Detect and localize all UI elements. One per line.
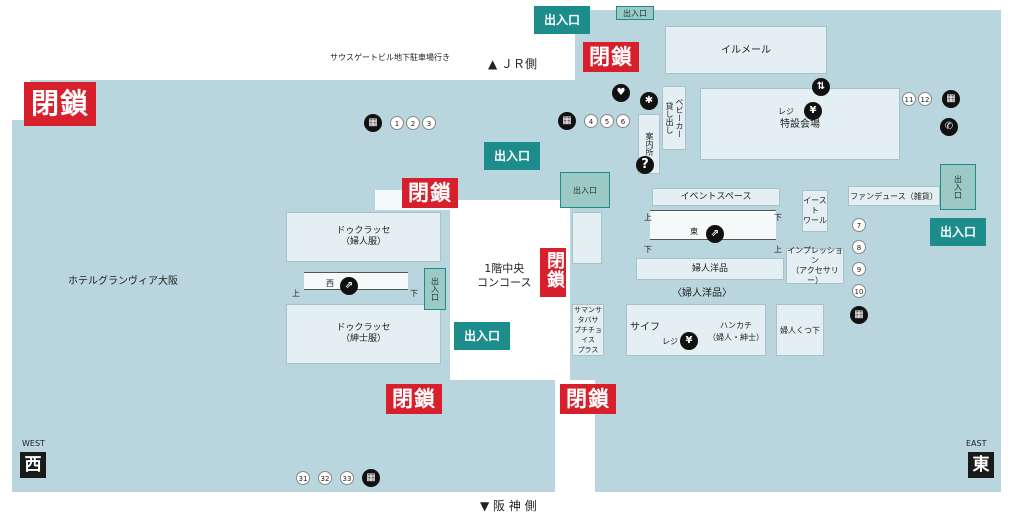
- jr-side-label: ▲ ＪＲ側: [488, 57, 538, 71]
- locker-number: 12: [918, 92, 932, 106]
- escalator-east-down: 下: [774, 213, 782, 222]
- shop-women-goods[interactable]: 婦人洋品: [636, 258, 784, 280]
- exit-door-center[interactable]: 出入口: [560, 172, 610, 208]
- closed-label-north: 閉鎖: [583, 42, 639, 72]
- locker-number: 7: [852, 218, 866, 232]
- yen-icon: ¥: [680, 332, 698, 350]
- locker-number: 32: [318, 471, 332, 485]
- closed-label-concourse: 閉鎖: [540, 248, 566, 297]
- shop-special-venue[interactable]: 特設会場: [700, 88, 900, 160]
- locker-icon: ▦: [942, 90, 960, 108]
- closed-label-west: 閉鎖: [24, 82, 97, 126]
- shop-concourse-block: [572, 212, 602, 264]
- locker-number: 6: [616, 114, 630, 128]
- yen-icon: ¥: [804, 102, 822, 120]
- shop-saifu-label: サイフ: [630, 322, 660, 333]
- locker-number: 5: [600, 114, 614, 128]
- locker-icon: ▦: [558, 112, 576, 130]
- exit-label-center: 出入口: [484, 142, 541, 170]
- locker-number: 4: [584, 114, 598, 128]
- escalator-east-up: 上: [644, 213, 652, 222]
- east-en-label: EAST: [966, 439, 987, 448]
- shop-event-space[interactable]: イベントスペース: [652, 188, 780, 206]
- locker-number: 9: [852, 262, 866, 276]
- shop-dock-men[interactable]: ドゥクラッセ （紳士服）: [286, 304, 441, 364]
- shop-dock-ladies[interactable]: ドゥクラッセ （婦人服）: [286, 212, 441, 262]
- locker-number: 8: [852, 240, 866, 254]
- escalator-icon: ⇗: [340, 277, 358, 295]
- escalator-east-down-2: 下: [644, 245, 652, 254]
- closed-label-mid-west: 閉鎖: [402, 178, 458, 208]
- locker-number: 3: [422, 116, 436, 130]
- west-marker: 西: [20, 452, 46, 478]
- shop-samantha[interactable]: サマンサタバサ プチチョイス プラス: [572, 304, 604, 356]
- locker-number: 1: [390, 116, 404, 130]
- exit-label-west: 出入口: [454, 322, 511, 350]
- question-icon: ?: [636, 156, 654, 174]
- escalator-west-up: 上: [292, 289, 300, 298]
- stroller-icon: ✱: [640, 92, 658, 110]
- escalator-east-label: 東: [690, 227, 698, 236]
- elevator-icon: ⇅: [812, 78, 830, 96]
- locker-number: 31: [296, 471, 310, 485]
- exit-label-north: 出入口: [534, 6, 591, 34]
- register-bottom-label: レジ: [662, 337, 678, 346]
- locker-icon: ▦: [850, 306, 868, 324]
- exit-door-north[interactable]: 出入口: [616, 6, 654, 20]
- hotel-label: ホテルグランヴィア大阪: [68, 276, 178, 287]
- aed-icon: ♥: [612, 84, 630, 102]
- escalator-east-up-2: 上: [774, 245, 782, 254]
- exit-label-east: 出入口: [930, 218, 987, 246]
- closed-label-south-west: 閉鎖: [386, 384, 442, 414]
- locker-number: 2: [406, 116, 420, 130]
- shop-illumere[interactable]: イルメール: [665, 26, 827, 74]
- escalator-west-down: 下: [410, 289, 418, 298]
- parking-label: サウスゲートビル地下駐車場行き: [330, 53, 450, 62]
- shop-fandeuse[interactable]: ファンデュース（雑貨）: [848, 186, 940, 206]
- exit-door-west[interactable]: 出入口: [424, 268, 446, 310]
- phone-icon: ✆: [940, 118, 958, 136]
- concourse-label: 1階中央 コンコース: [477, 262, 532, 289]
- escalator-icon: ⇗: [706, 225, 724, 243]
- shop-implession[interactable]: インプレッション （アクセサリー）: [786, 246, 844, 285]
- closed-label-south: 閉鎖: [560, 384, 616, 414]
- east-marker: 東: [968, 452, 994, 478]
- locker-icon: ▦: [362, 469, 380, 487]
- hanshin-side-label: ▼ 阪 神 側: [480, 499, 537, 513]
- shop-socks[interactable]: 婦人くつ下: [776, 304, 824, 356]
- locker-icon: ▦: [364, 114, 382, 132]
- shop-handkerchief-label: ハンカチ （婦人・紳士）: [708, 321, 764, 342]
- women-goods-section-label: 〈婦人洋品〉: [672, 288, 732, 299]
- locker-number: 10: [852, 284, 866, 298]
- stroller-desk[interactable]: ベビーカー 貸し出し: [662, 86, 686, 150]
- locker-number: 33: [340, 471, 354, 485]
- shop-saifu-handkerchief[interactable]: [626, 304, 766, 356]
- locker-number: 11: [902, 92, 916, 106]
- shop-east-wall[interactable]: イースト ワール: [802, 190, 828, 232]
- register-top-label: レジ: [778, 107, 794, 116]
- escalator-west-label: 西: [326, 279, 334, 288]
- west-en-label: WEST: [22, 439, 45, 448]
- exit-door-east[interactable]: 出入口: [940, 164, 976, 210]
